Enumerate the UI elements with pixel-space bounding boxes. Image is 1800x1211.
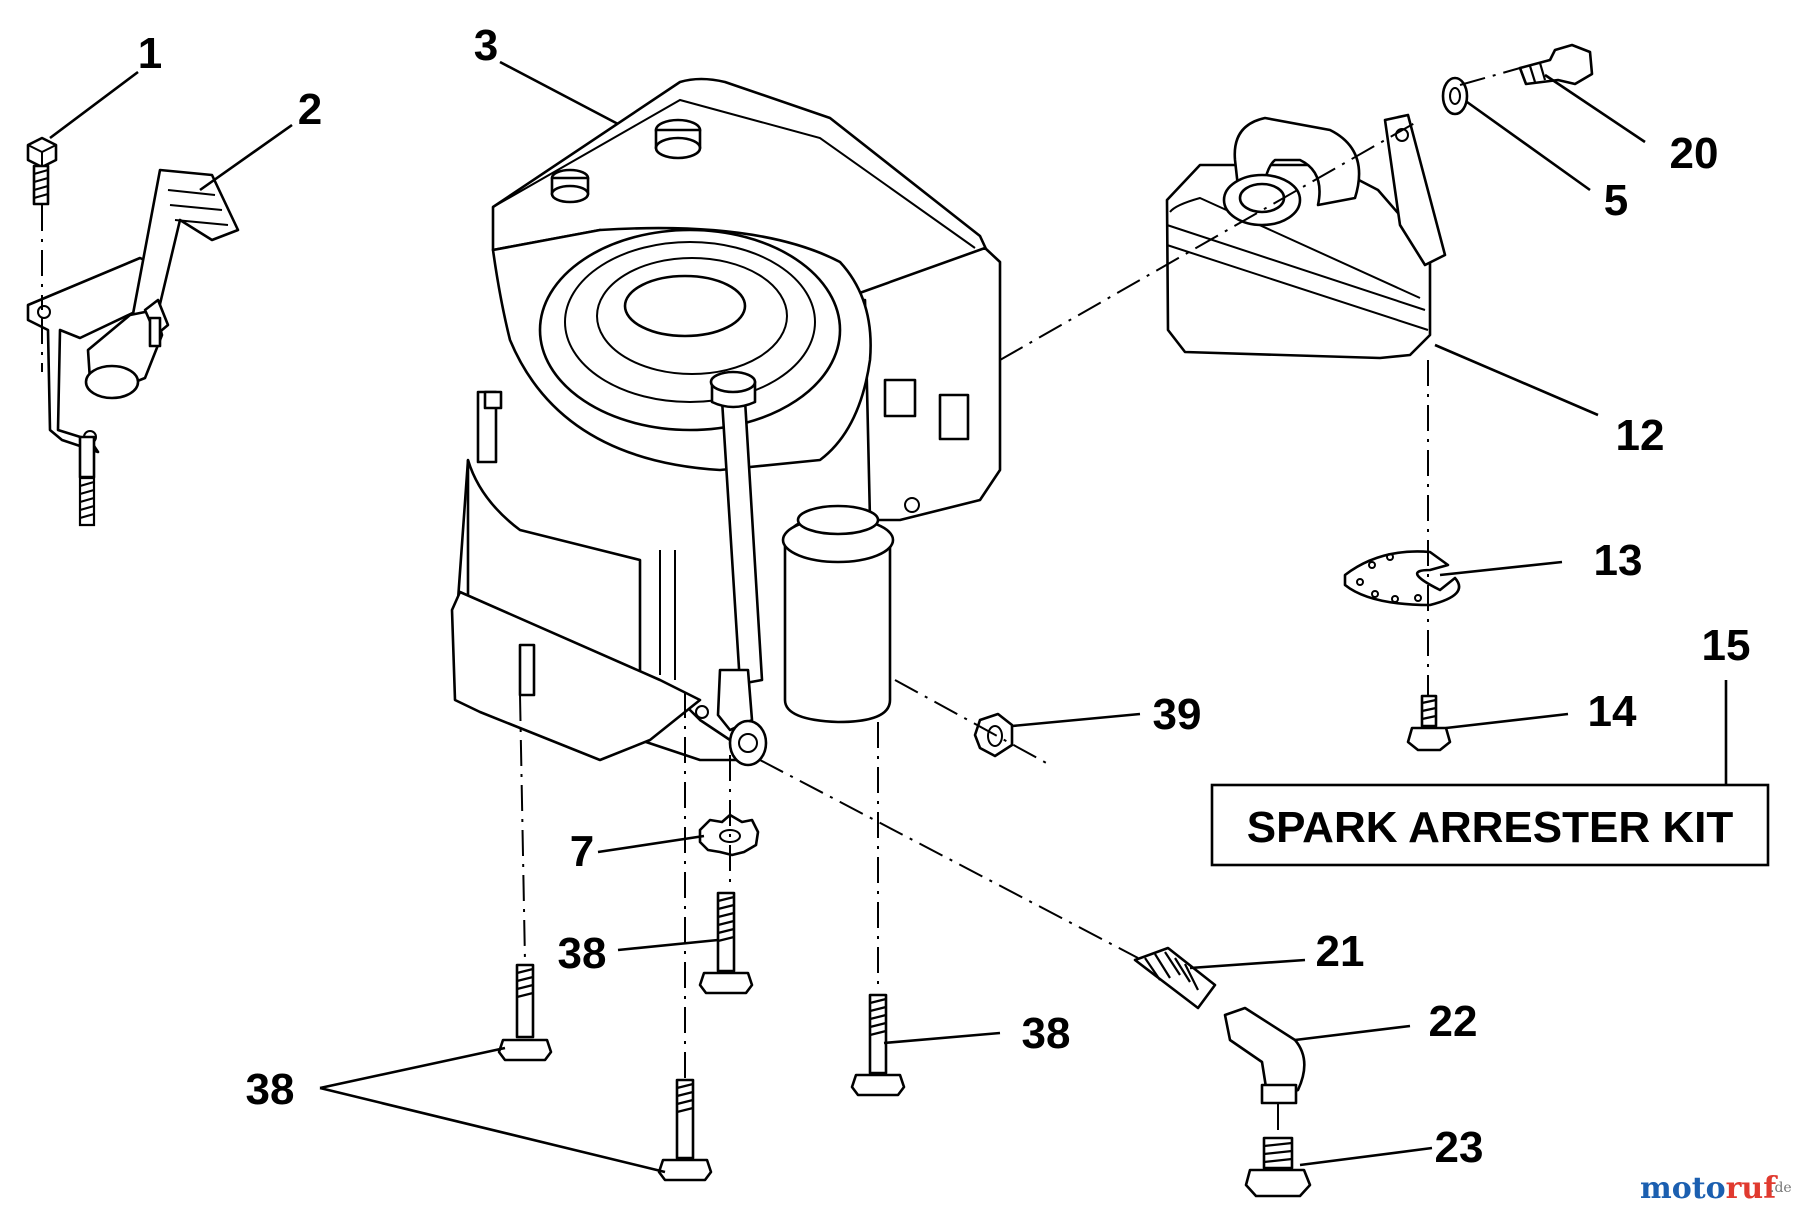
callout-7: 7 [570,827,594,876]
watermark-logo: motoruf .de [1640,1171,1792,1206]
muffler-assembly [1165,43,1594,360]
callout-20: 20 [1670,129,1719,178]
engine-assembly [450,77,1002,767]
watermark-text: motoruf [1640,1171,1778,1206]
callout-5: 5 [1604,176,1628,225]
watermark-brand-a: moto [1640,1171,1726,1206]
callout-1: 1 [138,29,162,78]
callout-3: 3 [474,21,498,70]
callout-38-upper: 38 [558,929,607,978]
callout-39: 39 [1153,690,1202,739]
callout-14: 14 [1588,687,1637,736]
watermark-brand-b: ruf [1726,1171,1779,1206]
drain-parts [1133,946,1312,1198]
callout-13: 13 [1594,536,1643,585]
callout-21: 21 [1316,927,1365,976]
callout-labels: 1 2 3 20 5 12 13 15 14 39 7 38 38 38 21 … [138,21,1751,1172]
callout-15: 15 [1702,621,1751,670]
callout-12: 12 [1616,411,1665,460]
throttle-control-assembly [26,136,240,527]
callout-22: 22 [1429,997,1478,1046]
spark-arrester-parts [1343,550,1461,752]
callout-2: 2 [298,85,322,134]
spark-arrester-kit-label: SPARK ARRESTER KIT [1247,803,1734,852]
callout-38-right: 38 [1022,1009,1071,1058]
watermark-suffix: .de [1770,1180,1792,1196]
callout-38-lower-left: 38 [246,1065,295,1114]
callout-23: 23 [1435,1123,1484,1172]
spark-arrester-kit-box: SPARK ARRESTER KIT [1210,783,1770,867]
assembly-centerlines [41,67,1521,1136]
leader-lines [49,60,1728,1174]
bolts-38 [497,891,906,1182]
